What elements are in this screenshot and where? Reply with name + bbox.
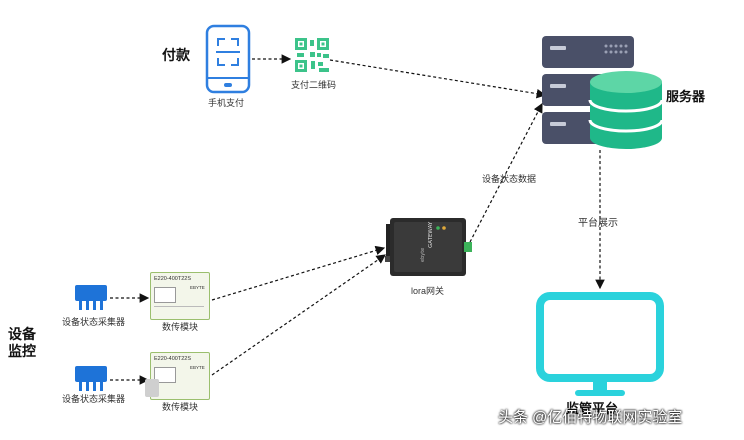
gateway-device-text: GATEWAY — [428, 221, 434, 248]
module-label-2: 数传模块 — [162, 402, 199, 412]
sensor-collector-icon — [75, 285, 107, 310]
monitor-screen-icon — [536, 292, 664, 396]
module-model-1: E220-400T22S — [154, 276, 191, 282]
watermark-text: 头条 @亿佰特物联网实验室 — [498, 409, 683, 426]
module-chip-1 — [154, 287, 176, 303]
device-data-link-label: 设备状态数据 — [482, 174, 537, 184]
payment-section-label: 付款 — [162, 47, 190, 63]
line-gateway-to-server — [469, 102, 543, 243]
gateway-brand-text: ebyte — [420, 248, 426, 262]
module-label-1: 数传模块 — [162, 322, 199, 332]
module-chip-2 — [154, 367, 176, 383]
module-brand-1: EBYTE — [190, 285, 205, 290]
server-database-icon — [542, 36, 664, 149]
monitor-section-label: 设备 监控 — [8, 326, 36, 360]
line-module2-to-gateway — [211, 254, 386, 376]
monitor-section-label-line2: 监控 — [8, 343, 36, 359]
module-connector-2 — [145, 379, 159, 397]
platform-display-link-label: 平台展示 — [578, 218, 618, 229]
module-model-2: E220-400T22S — [154, 356, 191, 362]
platform-label: 监管平台 — [566, 401, 619, 416]
server-label: 服务器 — [666, 89, 706, 104]
phone-label: 手机支付 — [208, 98, 245, 108]
gateway-label: lora网关 — [411, 286, 445, 296]
module-brand-2: EBYTE — [190, 365, 205, 370]
qr-code-icon — [295, 38, 329, 72]
mobile-phone-icon — [205, 24, 251, 94]
monitor-section-label-line1: 设备 — [8, 326, 36, 342]
module-pads-1 — [154, 306, 204, 315]
collector-label-1: 设备状态采集器 — [62, 317, 126, 327]
lora-gateway-device: GATEWAY ebyte — [385, 218, 472, 276]
rf-module-board-2: E220-400T22S EBYTE — [145, 352, 210, 400]
collector-label-2: 设备状态采集器 — [62, 394, 126, 404]
sensor-collector-icon — [75, 366, 107, 391]
line-qr-to-server — [329, 59, 547, 99]
qr-label: 支付二维码 — [291, 80, 337, 90]
line-module1-to-gateway — [211, 245, 386, 301]
rf-module-board-1: E220-400T22S EBYTE — [150, 272, 210, 320]
